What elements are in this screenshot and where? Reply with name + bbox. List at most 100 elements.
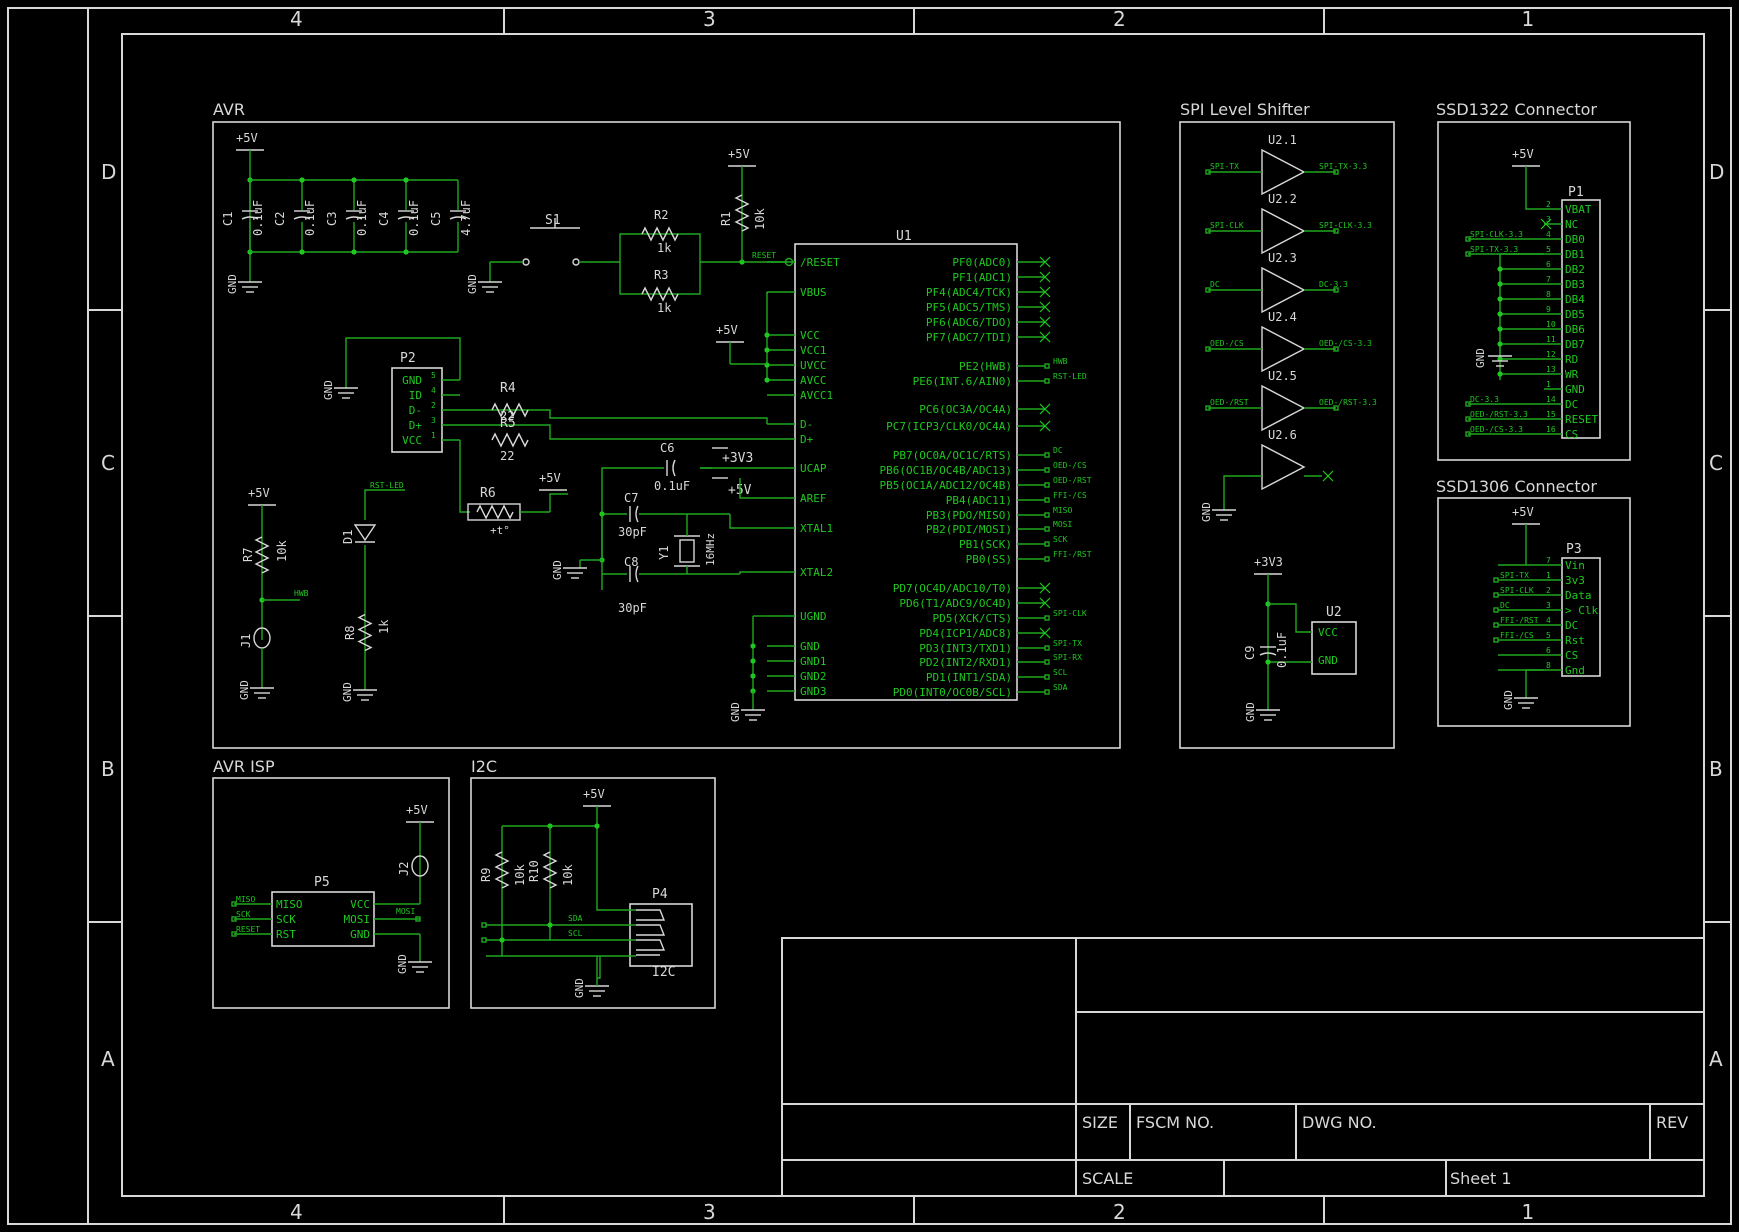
p1-num: 12 xyxy=(1546,350,1556,359)
net-flag xyxy=(481,922,487,928)
p3-num: 3 xyxy=(1546,601,1551,610)
ssd1306-box xyxy=(1437,497,1631,727)
column-label-top: 3 xyxy=(703,7,716,31)
p1-num: 1 xyxy=(1546,380,1551,389)
net-flag xyxy=(1493,607,1499,613)
capacitor-c6 xyxy=(672,459,676,477)
gnd-label: GND xyxy=(466,274,479,294)
gnd-label: GND xyxy=(551,560,564,580)
buffer-out: SPI-TX-3.3 xyxy=(1319,162,1367,171)
junction xyxy=(764,332,770,338)
p1-pin: RESET xyxy=(1565,413,1598,426)
i2c-box xyxy=(470,777,716,1009)
wire xyxy=(1268,603,1312,633)
buffer-3 xyxy=(1261,325,1306,373)
tb-sheet: Sheet 1 xyxy=(1450,1169,1512,1188)
p1-num: 11 xyxy=(1546,335,1556,344)
column-label-top: 2 xyxy=(1113,7,1126,31)
p5-label: P5 xyxy=(314,875,330,890)
net-flag xyxy=(1044,541,1050,547)
net-flag xyxy=(415,916,421,922)
c8-value: 30pF xyxy=(618,601,647,615)
gnd-label: GND xyxy=(341,682,354,702)
j2-label: J2 xyxy=(397,862,411,876)
wire xyxy=(596,806,636,911)
r4-label: R4 xyxy=(500,381,516,396)
p4-label: P4 xyxy=(652,887,668,902)
p1-pin: DC xyxy=(1565,398,1578,411)
p3-num: 2 xyxy=(1546,586,1551,595)
u1-pin-right: PD2(INT2/RXD1) xyxy=(919,656,1012,669)
tb-scale: SCALE xyxy=(1082,1169,1133,1188)
p1-label: P1 xyxy=(1568,185,1584,200)
power-label: +5V xyxy=(583,787,605,801)
no-connect-mark xyxy=(1039,331,1051,343)
ssd1322-box xyxy=(1437,121,1631,461)
p5-pin-right: VCC xyxy=(350,898,370,911)
u1-net: FFI-/CS xyxy=(1053,491,1087,500)
wire xyxy=(460,424,767,440)
p1-num: 4 xyxy=(1546,230,1551,239)
gnd-label: GND xyxy=(573,978,586,998)
p1-pin: DB6 xyxy=(1565,323,1585,336)
cap-name: C5 xyxy=(429,212,443,226)
power-label: +5V xyxy=(406,803,428,817)
wire xyxy=(729,514,767,529)
p4-body xyxy=(629,903,693,967)
p3-pin: CS xyxy=(1565,649,1578,662)
p1-net: SPI-TX-3.3 xyxy=(1470,245,1518,254)
c6-label: C6 xyxy=(660,441,674,455)
no-connect-mark xyxy=(1039,256,1051,268)
reset-net: RESET xyxy=(752,251,776,260)
net-flag xyxy=(1333,346,1339,352)
p3-pin: 3v3 xyxy=(1565,574,1585,587)
p3-num: 1 xyxy=(1546,571,1551,580)
resistor-r9 xyxy=(494,851,510,889)
p1-pin: CS xyxy=(1565,428,1578,441)
cap-name: C1 xyxy=(221,212,235,226)
buffer-2 xyxy=(1261,266,1306,314)
junction xyxy=(1497,371,1503,377)
gnd-label: GND xyxy=(396,954,409,974)
row-label-left: D xyxy=(101,160,116,184)
resistor-r6 xyxy=(476,504,514,520)
junction xyxy=(1497,296,1503,302)
no-connect-mark xyxy=(1039,582,1051,594)
switch-contact xyxy=(522,258,530,266)
power-label: +5V xyxy=(539,471,561,485)
p1-pin: DB5 xyxy=(1565,308,1585,321)
u1-pin-left: AREF xyxy=(800,492,827,505)
r7-label: R7 xyxy=(241,548,255,562)
p1-pin: GND xyxy=(1565,383,1585,396)
y1-value: 16MHz xyxy=(704,533,717,566)
junction xyxy=(351,249,357,255)
p3-pin: DC xyxy=(1565,619,1578,632)
u1-net: SPI-RX xyxy=(1053,653,1082,662)
net-flag xyxy=(1493,577,1499,583)
u1-pin-left: GND2 xyxy=(800,670,827,683)
buffer-4 xyxy=(1261,384,1306,432)
no-connect-mark xyxy=(1039,316,1051,328)
wire xyxy=(1525,166,1544,210)
c8-label: C8 xyxy=(624,555,638,569)
junction xyxy=(594,823,600,829)
column-label-bottom: 4 xyxy=(290,1200,303,1224)
u1-pin-left: /RESET xyxy=(800,256,840,269)
wire xyxy=(1223,475,1262,510)
buffer-in: SPI-CLK xyxy=(1210,221,1244,230)
gnd-label: GND xyxy=(226,274,239,294)
net-flag xyxy=(1044,512,1050,518)
row-label-right: D xyxy=(1709,160,1724,184)
buffer-name: U2.3 xyxy=(1268,251,1297,265)
p1-pin: DB7 xyxy=(1565,338,1585,351)
i2c-title: I2C xyxy=(471,757,497,776)
p2-pin: VCC xyxy=(402,434,422,447)
c7-label: C7 xyxy=(624,491,638,505)
p3-net: SPI-CLK xyxy=(1500,586,1534,595)
p1-pin: DB1 xyxy=(1565,248,1585,261)
d1-label: D1 xyxy=(341,530,355,544)
r2-value: 1k xyxy=(657,241,672,255)
buffer-in: OED-/CS xyxy=(1210,339,1244,348)
p2-num: 1 xyxy=(431,431,436,440)
net-flag xyxy=(481,937,487,943)
